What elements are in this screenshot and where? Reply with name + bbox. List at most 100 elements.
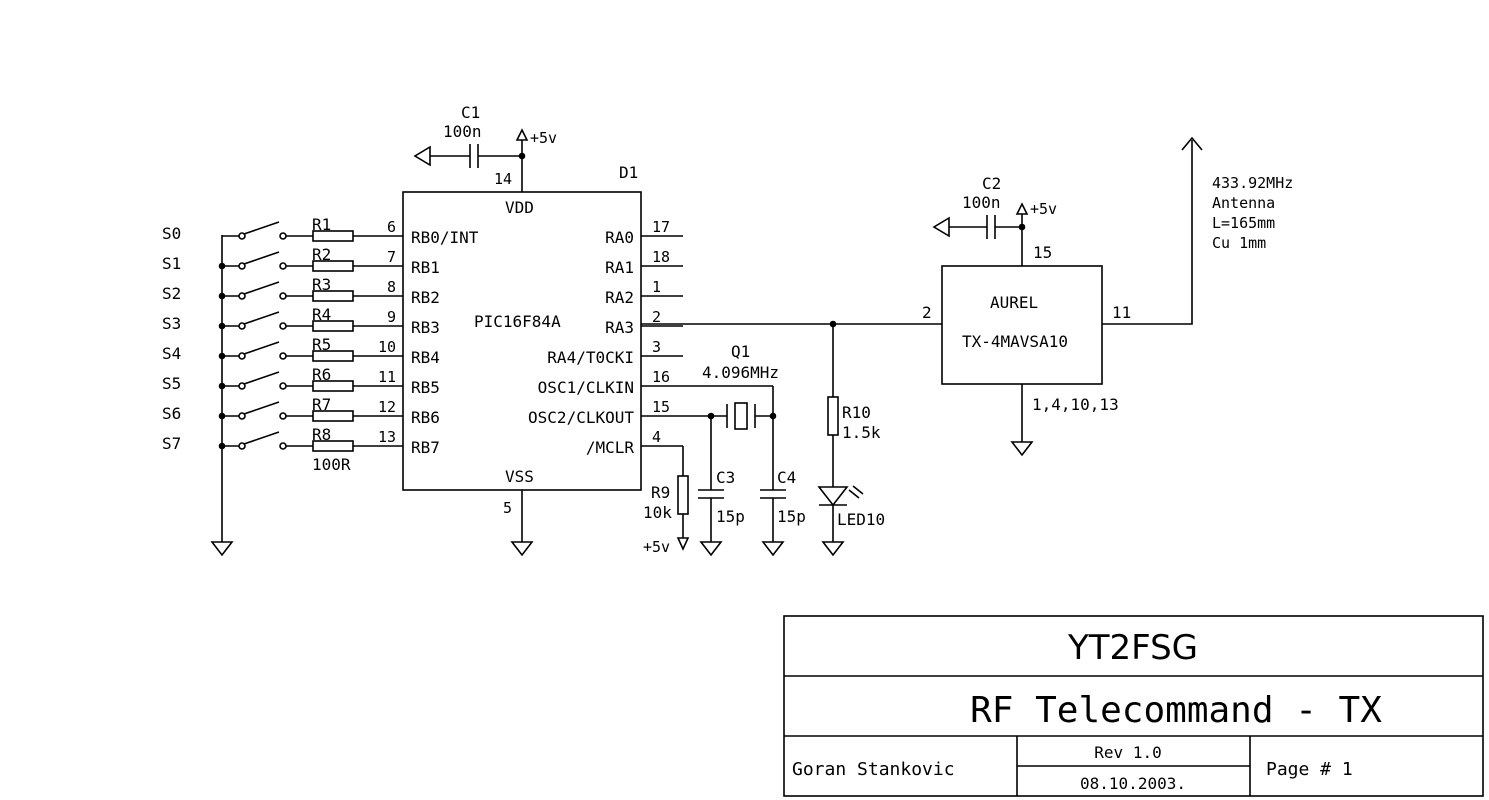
resistor-ref: R3: [312, 275, 331, 294]
pin-name: /MCLR: [586, 438, 635, 457]
supply-arrow-module: [1015, 202, 1029, 215]
pin-name: RB7: [411, 438, 440, 457]
resistor-body: [312, 380, 354, 392]
ground-symbol-module: [1010, 441, 1034, 457]
ground-symbol-switches: [210, 541, 234, 557]
ground-symbol-c4: [761, 541, 785, 557]
resistor-ref: R7: [312, 395, 331, 414]
resistor-body: [312, 410, 354, 422]
resistor-body: [312, 320, 354, 332]
q1-value: 4.096MHz: [702, 363, 779, 382]
c4-value: 15p: [777, 507, 806, 526]
resistor-body: [312, 350, 354, 362]
capacitor-c4: C4 15p: [760, 416, 806, 557]
resistor-ref: R2: [312, 245, 331, 264]
resistor-ref: R5: [312, 335, 331, 354]
switch-contact-a: [238, 382, 246, 390]
switch-contact-b: [279, 292, 287, 300]
title-callsign: YT2FSG: [1067, 628, 1198, 668]
crystal-q1: Q1 4.096MHz: [641, 342, 779, 430]
capacitor-c1: C1 100n +5v: [413, 103, 557, 168]
pin-name: RA3: [605, 318, 634, 337]
switch-lever: [243, 431, 280, 445]
pin-name: RA4/T0CKI: [547, 348, 634, 367]
r10-ref: R10: [842, 403, 871, 422]
led-ref: LED10: [837, 510, 885, 529]
resistor-r9: R9 10k +5v: [641, 445, 690, 556]
switch-lever: [243, 311, 280, 325]
led-emission-arrow-2: [852, 485, 864, 495]
module-part: TX-4MAVSA10: [962, 332, 1068, 351]
pin-number: 18: [652, 248, 670, 266]
pin-number: 7: [387, 248, 396, 266]
capacitor-c3: C3 15p: [698, 416, 745, 557]
switch-label: S4: [162, 344, 181, 363]
resistor-ref: R1: [312, 215, 331, 234]
pin-number: 16: [652, 368, 670, 386]
antenna-arrow: [1181, 136, 1203, 151]
pin-number: 4: [652, 428, 661, 446]
switch-label: S1: [162, 254, 181, 273]
switch-label: S2: [162, 284, 181, 303]
pin-name: RB2: [411, 288, 440, 307]
c2-ref: C2: [982, 174, 1001, 193]
resistor-ref: R4: [312, 305, 331, 324]
vss-pin-number: 5: [503, 499, 512, 517]
pin-number: 9: [387, 308, 396, 326]
resistor-ref: R8: [312, 425, 331, 444]
antenna-wire-spec: Cu 1mm: [1212, 234, 1266, 252]
c3-value: 15p: [716, 507, 745, 526]
supply-arrow-vdd: [515, 128, 529, 141]
pin-name: RB5: [411, 378, 440, 397]
c1-value: 100n: [443, 122, 482, 141]
switch-contact-b: [279, 412, 287, 420]
module-body: [941, 265, 1103, 385]
switch-lever: [243, 371, 280, 385]
pin-number: 2: [652, 308, 661, 326]
pin-name: RA0: [605, 228, 634, 247]
pin-number: 11: [378, 368, 396, 386]
vdd-pin-number: 14: [494, 170, 512, 188]
switch-contact-b: [279, 322, 287, 330]
mcu-vdd-label: VDD: [505, 198, 534, 217]
mcu-ref: D1: [619, 163, 638, 182]
module-pin-in: 2: [922, 303, 932, 322]
title-page: Page # 1: [1266, 759, 1353, 780]
q1-ref: Q1: [731, 342, 750, 361]
c2-value: 100n: [962, 193, 1001, 212]
switch-contact-b: [279, 442, 287, 450]
pin-number: 8: [387, 278, 396, 296]
pin-number: 15: [652, 398, 670, 416]
switch-lever: [243, 251, 280, 265]
switch-contact-a: [238, 292, 246, 300]
pin-number: 6: [387, 218, 396, 236]
switch-label: S3: [162, 314, 181, 333]
switch-contact-a: [238, 352, 246, 360]
switch-lever: [243, 281, 280, 295]
ground-symbol-c3: [699, 541, 723, 557]
supply-label-module: +5v: [1030, 200, 1057, 218]
antenna-freq: 433.92MHz: [1212, 174, 1293, 192]
rf-module: AUREL TX-4MAVSA10 2 11 15 1,4,10,13 +5v …: [922, 136, 1293, 457]
r9-ref: R9: [651, 483, 670, 502]
title-block: YT2FSG RF Telecommand - TX Goran Stankov…: [783, 615, 1484, 797]
pin-number: 13: [378, 428, 396, 446]
title-revision: Rev 1.0: [1094, 743, 1161, 762]
led-emission-arrow-1: [848, 489, 860, 499]
resistor-body: [312, 290, 354, 302]
r9-body: [677, 475, 689, 515]
module-name: AUREL: [990, 293, 1038, 312]
pin-name: RA1: [605, 258, 634, 277]
r10-value: 1.5k: [842, 423, 881, 442]
switch-label: S6: [162, 404, 181, 423]
switch-contact-a: [238, 232, 246, 240]
switch-lever: [243, 401, 280, 415]
pin-name: OSC1/CLKIN: [538, 378, 634, 397]
pin-name: RB4: [411, 348, 440, 367]
switch-lever: [243, 341, 280, 355]
switch-contact-b: [279, 382, 287, 390]
antenna-length: L=165mm: [1212, 214, 1275, 232]
